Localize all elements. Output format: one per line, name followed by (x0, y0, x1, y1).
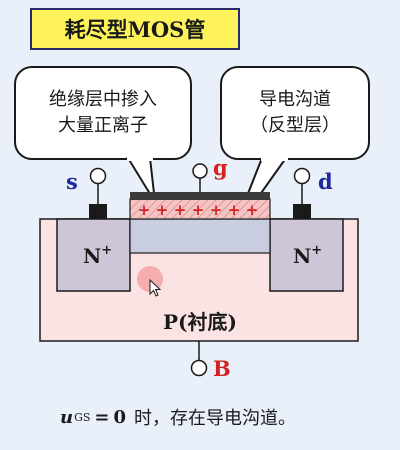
cursor-arrow-icon (149, 278, 162, 297)
caption-symbol: u (60, 406, 74, 428)
drain-contact (293, 204, 311, 219)
bulk-terminal (190, 359, 208, 377)
positive-ion-6: + (228, 201, 241, 219)
channel-callout-line2: （反型层） (250, 115, 340, 136)
n-region-left (56, 218, 131, 292)
positive-ion-1: + (138, 201, 151, 219)
n-region-right (269, 218, 344, 292)
positive-ion-4: + (192, 201, 205, 219)
positive-ion-3: + (174, 201, 187, 219)
n-left-label: N+ (83, 243, 112, 268)
insulator-pointer-cover (127, 155, 153, 161)
bulk-label: B (213, 356, 231, 381)
caption-equals: = (94, 406, 110, 428)
insulator-callout-line2: 大量正离子 (58, 115, 148, 136)
insulator-callout: 绝缘层中掺入 大量正离子 (14, 66, 192, 160)
positive-ions: + + + + + + + (138, 201, 259, 219)
gate-terminal (192, 163, 208, 179)
substrate-label: P(衬底) (163, 310, 237, 334)
drain-terminal (293, 167, 311, 185)
source-contact (89, 204, 107, 219)
source-label: s (66, 169, 78, 194)
insulator-callout-line1: 绝缘层中掺入 (49, 88, 157, 110)
channel-callout-line1: 导电沟道 (259, 88, 331, 110)
caption-text: 时，存在导电沟道。 (134, 408, 297, 429)
slide-title: 耗尽型MOS管 (30, 8, 240, 50)
conductive-channel (129, 218, 271, 254)
caption-value: 0 (113, 406, 127, 428)
gate-label: g (213, 155, 228, 180)
positive-ion-7: + (246, 201, 259, 219)
source-terminal (89, 167, 107, 185)
caption-subscript: GS (74, 410, 91, 424)
gate-electrode (130, 192, 270, 200)
positive-ion-2: + (156, 201, 169, 219)
channel-pointer-cover (261, 155, 288, 161)
n-right-label: N+ (293, 243, 322, 268)
positive-ion-5: + (210, 201, 223, 219)
drain-label: d (318, 169, 333, 194)
channel-callout: 导电沟道 （反型层） (220, 66, 370, 160)
